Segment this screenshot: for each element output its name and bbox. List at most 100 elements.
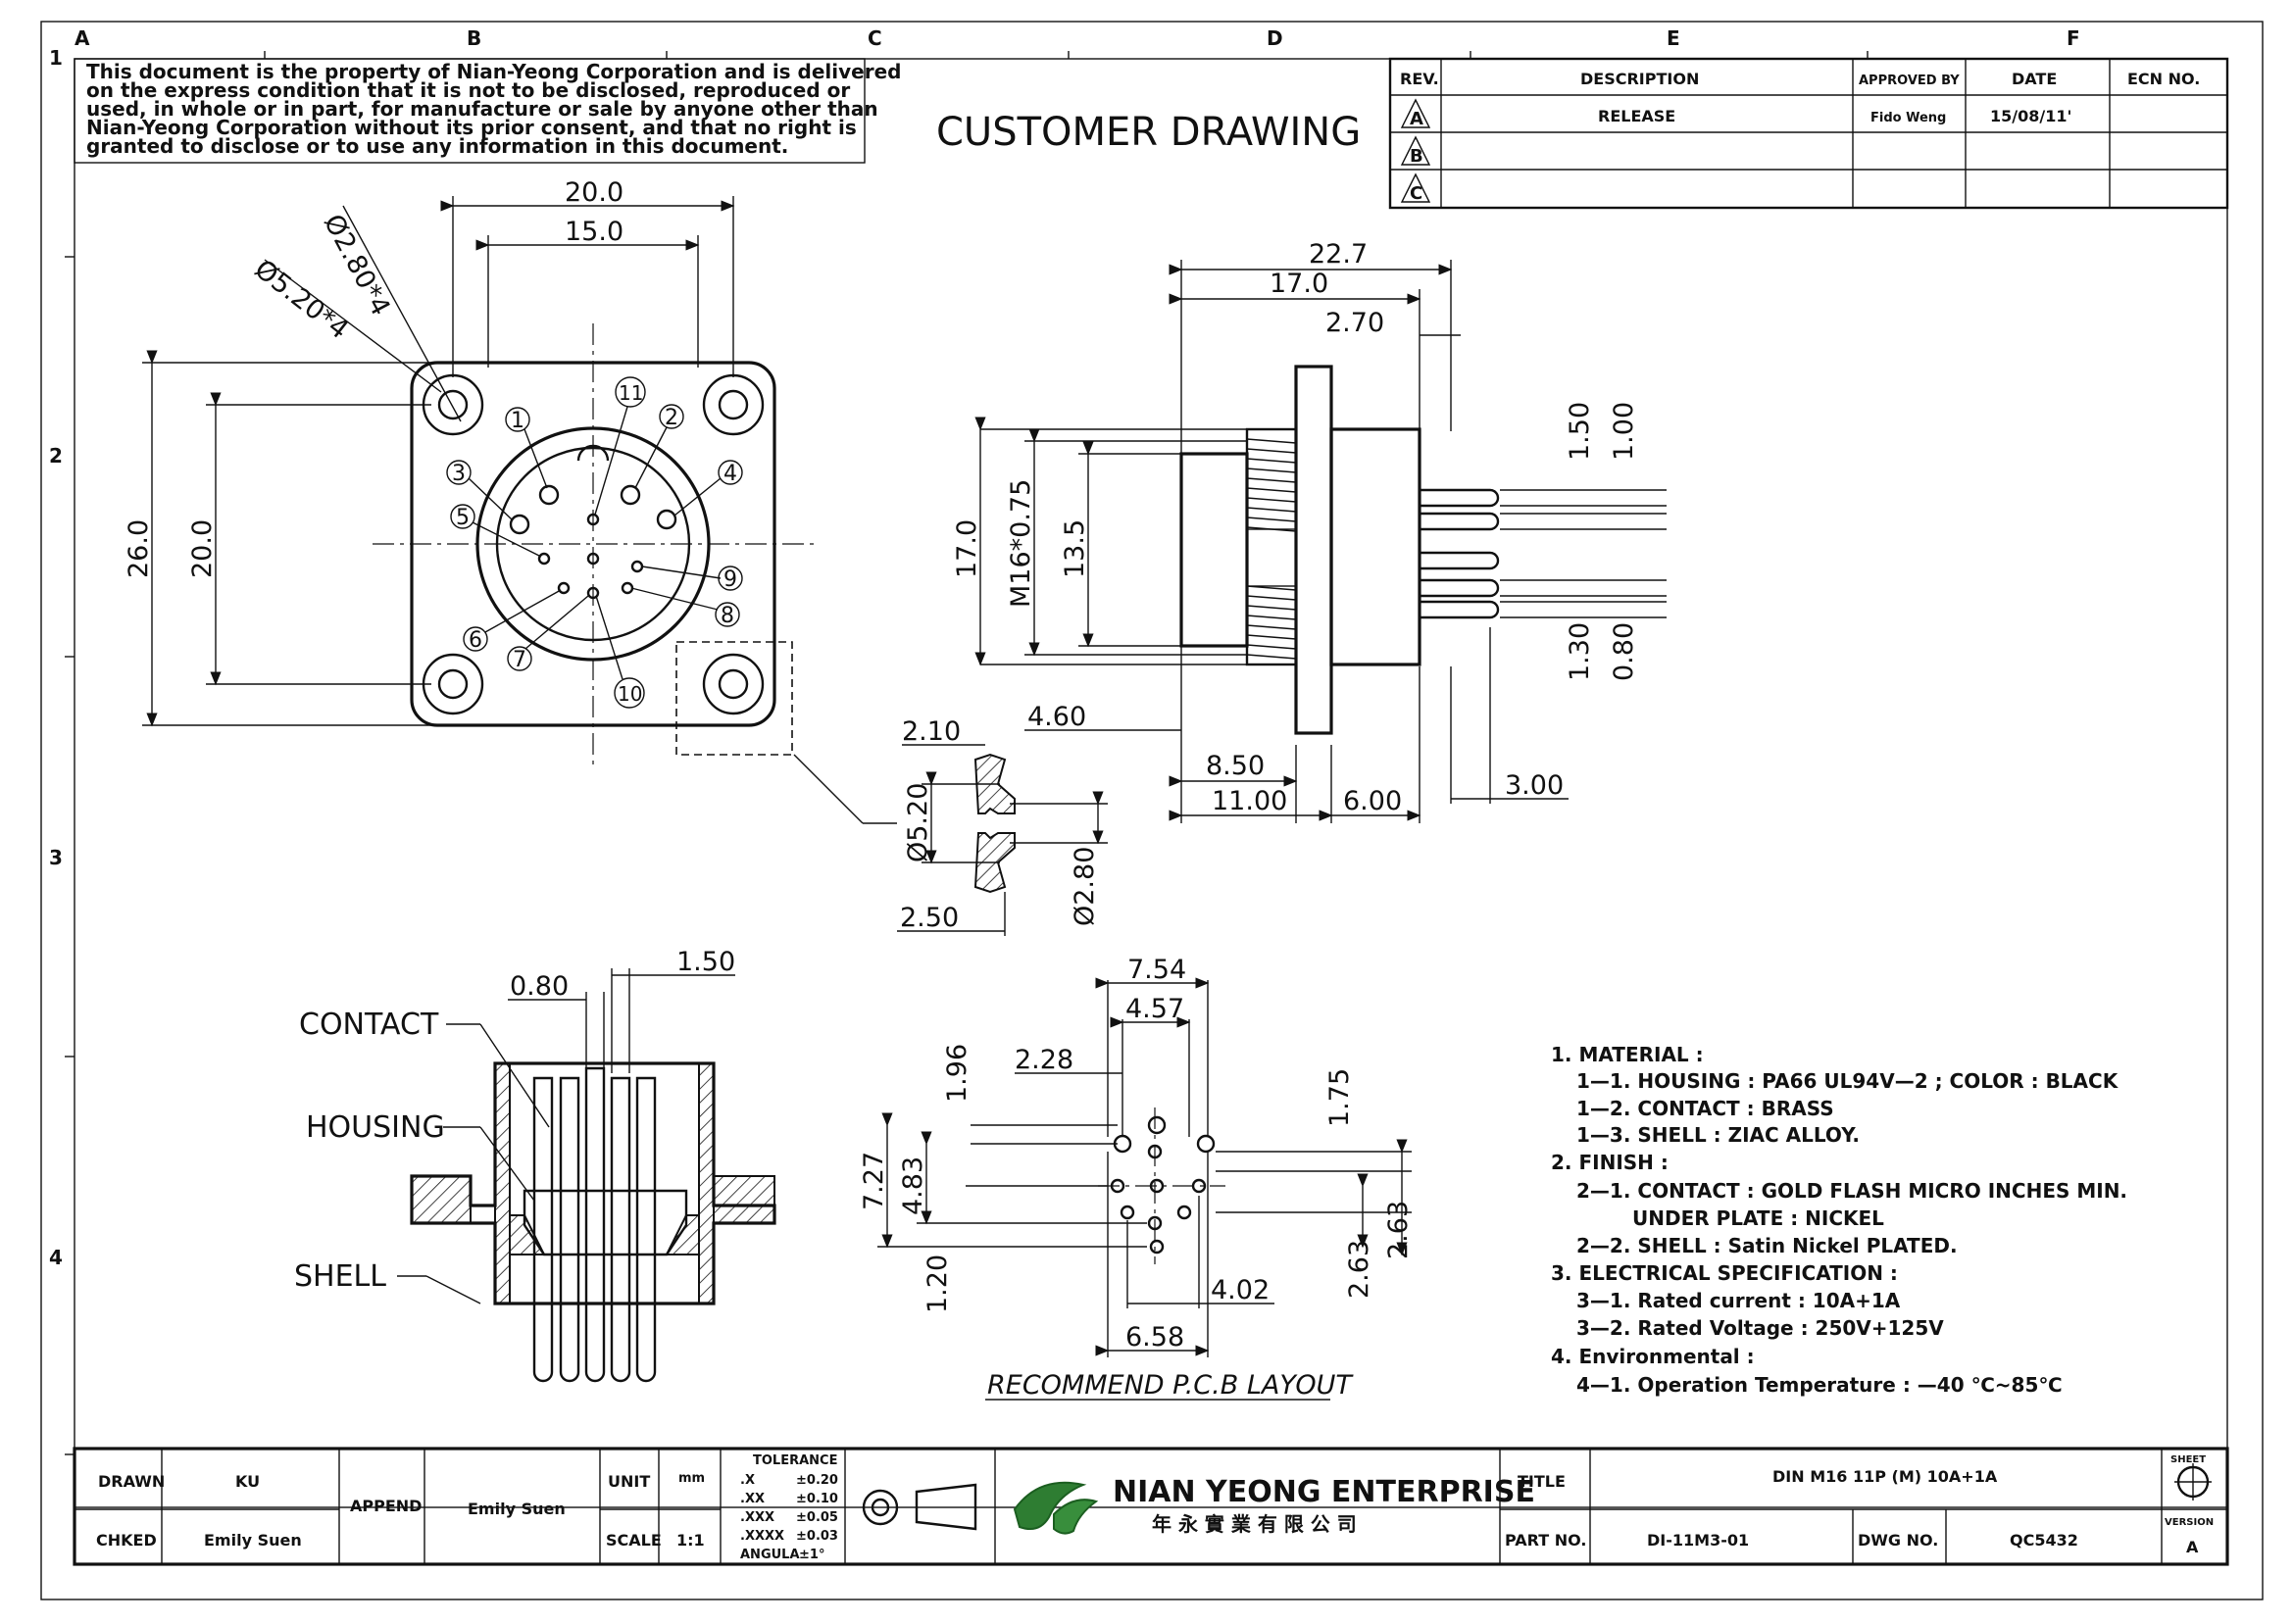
pcb-layout: 7.54 4.57 2.28 1.96 1.75 7.27 4.83 1.20 … bbox=[859, 955, 1414, 1401]
dim-pcb-402: 4.02 bbox=[1211, 1275, 1270, 1305]
ecn-header: ECN NO. bbox=[2127, 70, 2200, 88]
tolerance-title: TOLERANCE bbox=[753, 1453, 837, 1468]
dim-section-150: 1.50 bbox=[676, 947, 735, 977]
row-label-4: 4 bbox=[49, 1246, 63, 1269]
version-label: VERSION bbox=[2165, 1517, 2214, 1528]
mount-hole-br bbox=[702, 653, 765, 715]
tol-fmt-2: .XX bbox=[740, 1492, 765, 1506]
inner-border bbox=[74, 58, 2228, 1508]
pin-callouts: 1 2 3 4 5 6 7 8 9 10 11 bbox=[446, 376, 743, 709]
note-line-3: 1—2. CONTACT : BRASS bbox=[1576, 1097, 1834, 1120]
version-value: A bbox=[2186, 1538, 2199, 1556]
pcb-layout-title: RECOMMEND P.C.B LAYOUT bbox=[987, 1370, 1354, 1401]
tol-fmt-1: .X bbox=[740, 1473, 755, 1488]
dim-150: 1.50 bbox=[1565, 402, 1595, 461]
pin-label-4: 4 bbox=[723, 462, 737, 486]
dim-pcb-228: 2.28 bbox=[1015, 1045, 1073, 1075]
description-header: DESCRIPTION bbox=[1580, 70, 1699, 88]
section-pins bbox=[532, 1066, 657, 1383]
tol-val-3: ±0.05 bbox=[796, 1510, 838, 1525]
rev-a-description: RELEASE bbox=[1598, 107, 1675, 125]
note-line-13: 4—1. Operation Temperature : —40 ℃~85℃ bbox=[1576, 1373, 2063, 1397]
dim-pcb-457: 4.57 bbox=[1125, 994, 1184, 1024]
pin-label-7: 7 bbox=[513, 648, 526, 672]
scale-label: SCALE bbox=[606, 1531, 662, 1550]
scale-value: 1:1 bbox=[676, 1531, 705, 1550]
dim-250: 2.50 bbox=[900, 903, 959, 933]
front-view: 1 2 3 4 5 6 7 8 9 10 11 20.0 bbox=[124, 177, 897, 824]
rev-header: REV. bbox=[1400, 70, 1439, 88]
title-block: DRAWN KU CHKED Emily Suen APPEND Emily S… bbox=[73, 1447, 2229, 1566]
proprietary-notice: This document is the property of Nian-Ye… bbox=[74, 58, 901, 164]
row-label-2: 2 bbox=[49, 444, 63, 468]
dim-len-227: 22.7 bbox=[1309, 239, 1368, 270]
notice-line-2: on the express condition that it is not … bbox=[86, 78, 850, 102]
note-line-6: 2—1. CONTACT : GOLD FLASH MICRO INCHES M… bbox=[1576, 1179, 2127, 1203]
note-line-8: 2—2. SHELL : Satin Nickel PLATED. bbox=[1576, 1234, 1958, 1257]
note-line-2: 1—1. HOUSING : PA66 UL94V—2 ; COLOR : BL… bbox=[1576, 1069, 2119, 1093]
pin-label-5: 5 bbox=[456, 506, 470, 530]
dwg-no-label: DWG NO. bbox=[1858, 1531, 1938, 1550]
dim-hole-large: Ø5.20*4 bbox=[249, 254, 354, 345]
row-label-3: 3 bbox=[49, 846, 63, 869]
tol-val-4: ±0.03 bbox=[796, 1529, 838, 1544]
dim-pcb-658: 6.58 bbox=[1125, 1322, 1184, 1353]
dim-pcb-263-a: 2.63 bbox=[1344, 1240, 1374, 1299]
detail-box bbox=[675, 641, 793, 756]
dim-width-20: 20.0 bbox=[565, 177, 623, 208]
dim-section-080: 0.80 bbox=[510, 971, 569, 1002]
pin-label-3: 3 bbox=[452, 462, 466, 486]
projection-symbol-icon bbox=[862, 1483, 977, 1531]
dim-600: 6.00 bbox=[1343, 786, 1402, 816]
dim-pcb-120: 1.20 bbox=[922, 1255, 953, 1313]
unit-label: UNIT bbox=[608, 1472, 650, 1491]
tol-val-1: ±0.20 bbox=[796, 1473, 838, 1488]
mount-hole-tl bbox=[422, 373, 484, 436]
sheet-label: SHEET bbox=[2170, 1454, 2206, 1465]
pin-label-9: 9 bbox=[723, 567, 737, 592]
part-no-label: PART NO. bbox=[1505, 1531, 1586, 1550]
dim-pcb-175: 1.75 bbox=[1324, 1068, 1355, 1127]
row-label-1: 1 bbox=[49, 46, 63, 70]
col-label-a: A bbox=[75, 26, 90, 50]
pin-label-2: 2 bbox=[665, 406, 678, 430]
note-line-9: 3. ELECTRICAL SPECIFICATION : bbox=[1551, 1261, 1898, 1285]
section-view: CONTACT HOUSING SHELL 0.80 1.50 bbox=[294, 947, 776, 1383]
note-line-1: 1. MATERIAL : bbox=[1551, 1043, 1704, 1066]
rev-a-approved-by: Fido Weng bbox=[1870, 111, 1946, 125]
note-line-11: 3—2. Rated Voltage : 250V+125V bbox=[1576, 1316, 1944, 1340]
notice-line-5: granted to disclose or to use any inform… bbox=[86, 134, 788, 158]
side-view: 22.7 17.0 2.70 17.0 M16*0.75 13.5 1.50 1… bbox=[952, 239, 1667, 823]
tol-val-2: ±0.10 bbox=[796, 1492, 838, 1506]
label-shell: SHELL bbox=[294, 1259, 386, 1294]
tol-fmt-4: .XXXX bbox=[740, 1529, 784, 1544]
rev-c: C bbox=[1410, 183, 1422, 204]
revision-table: REV. DESCRIPTION APPROVED BY DATE ECN NO… bbox=[1388, 57, 2229, 210]
dim-thread: M16*0.75 bbox=[1006, 479, 1036, 608]
label-housing: HOUSING bbox=[306, 1110, 445, 1145]
notice-line-3: used, in whole or in part, for manufactu… bbox=[86, 97, 878, 121]
title-label: TITLE bbox=[1518, 1472, 1566, 1491]
dim-len-170: 17.0 bbox=[1270, 269, 1328, 299]
dim-pcb-727: 7.27 bbox=[859, 1152, 889, 1210]
dim-width-15: 15.0 bbox=[565, 217, 623, 247]
dim-210: 2.10 bbox=[902, 716, 961, 747]
col-label-e: E bbox=[1667, 26, 1680, 50]
dim-300: 3.00 bbox=[1505, 770, 1564, 801]
drawn-label: DRAWN bbox=[98, 1472, 165, 1491]
side-flange bbox=[1294, 365, 1333, 735]
pin-label-8: 8 bbox=[721, 604, 734, 628]
company-logo-icon bbox=[1013, 1481, 1099, 1535]
dim-dia-280: Ø2.80 bbox=[1070, 847, 1100, 926]
dwg-no-value: QC5432 bbox=[2010, 1531, 2078, 1550]
dim-height-170: 17.0 bbox=[952, 519, 982, 578]
company-name: NIAN YEONG ENTERPRISE bbox=[1113, 1475, 1535, 1509]
dim-pcb-196: 1.96 bbox=[942, 1044, 972, 1103]
dim-080: 0.80 bbox=[1609, 622, 1639, 681]
part-no-value: DI-11M3-01 bbox=[1647, 1531, 1749, 1550]
dim-height-20: 20.0 bbox=[187, 519, 218, 578]
tol-fmt-3: .XXX bbox=[740, 1510, 774, 1525]
side-nut bbox=[1179, 452, 1249, 648]
